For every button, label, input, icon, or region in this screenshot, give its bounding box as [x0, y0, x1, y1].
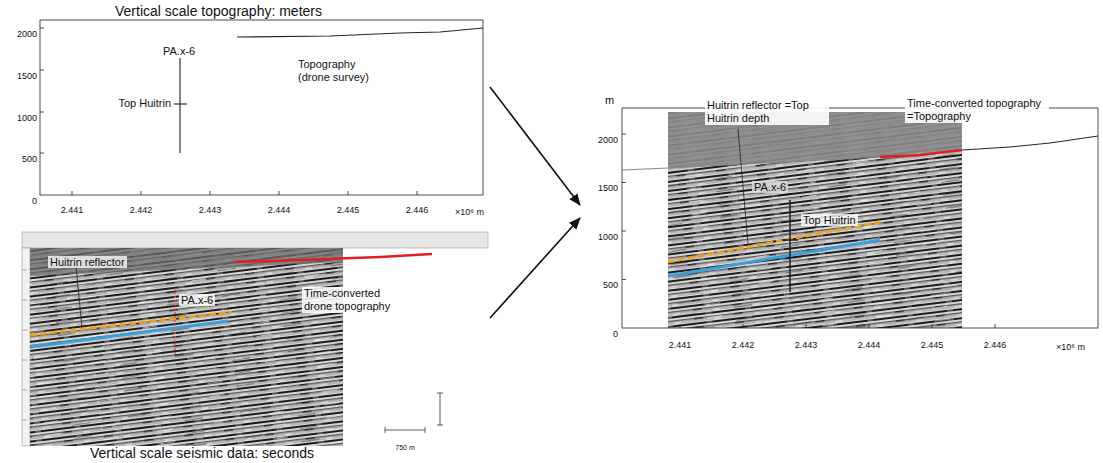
label-holder: Top Huitrin [801, 210, 858, 228]
label-holder: ×10⁶ m [455, 201, 484, 219]
label-holder: PA.x-6 [163, 41, 195, 59]
axis-tick: 2.444 [858, 340, 881, 350]
label-holder: 1000 [17, 107, 37, 125]
axis-tick: 1500 [17, 71, 37, 81]
label-holder: Huitrin reflector [48, 252, 127, 270]
label-holder: 2.445 [921, 334, 944, 352]
panel-heading: m [605, 94, 614, 106]
horizon-label: Top Huitrin [118, 97, 171, 110]
label-holder: Top Huitrin [118, 93, 171, 111]
annotation: Huitrin reflector =Top Huitrin depth [705, 99, 829, 124]
topography-plot [40, 20, 483, 195]
axis-tick: 2.445 [337, 205, 360, 215]
label-holder: 2.446 [406, 199, 429, 217]
label-holder: 500 [603, 274, 618, 292]
axis-tick: 1000 [17, 113, 37, 123]
label-holder: 1500 [17, 65, 37, 83]
axis-tick: 2.446 [984, 340, 1007, 350]
axis-tick: 2000 [17, 29, 37, 39]
axis-tick: 2.442 [732, 340, 755, 350]
axis-tick: 2.441 [61, 205, 84, 215]
axis-tick: 500 [603, 280, 618, 290]
combined-depth-plot [622, 108, 1098, 328]
axis-tick: 2.443 [199, 205, 222, 215]
well-name: PA.x-6 [163, 45, 195, 58]
label-holder: 2.442 [130, 199, 153, 217]
seismic-section [22, 232, 488, 446]
scale-bar-label: 750 m [395, 444, 414, 452]
annotation: Topography (drone survey) [298, 58, 388, 83]
label-holder: 2000 [598, 129, 618, 147]
annotation: Time-converted drone topography [302, 287, 411, 312]
label-holder: 2.441 [61, 199, 84, 217]
axis-tick: 500 [22, 154, 37, 164]
horizon-label: Top Huitrin [801, 214, 858, 227]
label-holder: 0 [613, 323, 618, 341]
axis-tick: 2000 [598, 135, 618, 145]
label-holder: 2.441 [669, 334, 692, 352]
annotation: Time-converted topography =Topography [905, 97, 1049, 122]
panel-heading: Vertical scale seismic data: seconds [90, 445, 314, 461]
label-holder: 0 [32, 190, 37, 208]
axis-tick: 2.441 [669, 340, 692, 350]
label-holder: 2.443 [795, 334, 818, 352]
label-holder: 1500 [598, 177, 618, 195]
panel-heading: Vertical scale topography: meters [115, 3, 322, 19]
label-holder: 500 [22, 148, 37, 166]
axis-tick: 2.442 [130, 205, 153, 215]
label-holder: Topography (drone survey) [298, 58, 388, 85]
flow-arrow [490, 87, 580, 205]
label-holder: 1000 [598, 226, 618, 244]
label-holder: 2.446 [984, 334, 1007, 352]
figure-panel: Vertical scale topography: meters [5, 3, 490, 213]
axis-tick: 0 [32, 196, 37, 206]
axis-unit: ×10⁶ m [455, 207, 484, 217]
label-holder: 2.442 [732, 334, 755, 352]
axis-tick: 1500 [598, 183, 618, 193]
label-holder: 750 m [395, 436, 414, 454]
label-holder: 2.444 [858, 334, 881, 352]
annotation: Huitrin reflector [48, 256, 127, 269]
label-holder: Huitrin reflector =Top Huitrin depth [705, 99, 829, 126]
axis-tick: 2.445 [921, 340, 944, 350]
label-holder: PA.x-6 [179, 290, 215, 308]
flow-arrow [490, 218, 580, 318]
axis-tick: 2.443 [795, 340, 818, 350]
axis-unit: ×10⁶ m [1056, 342, 1085, 352]
label-holder: Time-converted drone topography [302, 287, 411, 314]
label-holder: PA.x-6 [752, 177, 788, 195]
axis-tick: 1000 [598, 232, 618, 242]
label-holder: ×10⁶ m [1056, 336, 1085, 354]
well-name: PA.x-6 [179, 294, 215, 307]
axis-tick: 2.446 [406, 205, 429, 215]
label-holder: Time-converted topography =Topography [905, 97, 1049, 124]
label-holder: 2.443 [199, 199, 222, 217]
label-holder: 2.444 [268, 199, 291, 217]
well-name: PA.x-6 [752, 181, 788, 194]
label-holder: 2.445 [337, 199, 360, 217]
label-holder: 2000 [17, 23, 37, 41]
axis-tick: 0 [613, 329, 618, 339]
axis-tick: 2.444 [268, 205, 291, 215]
